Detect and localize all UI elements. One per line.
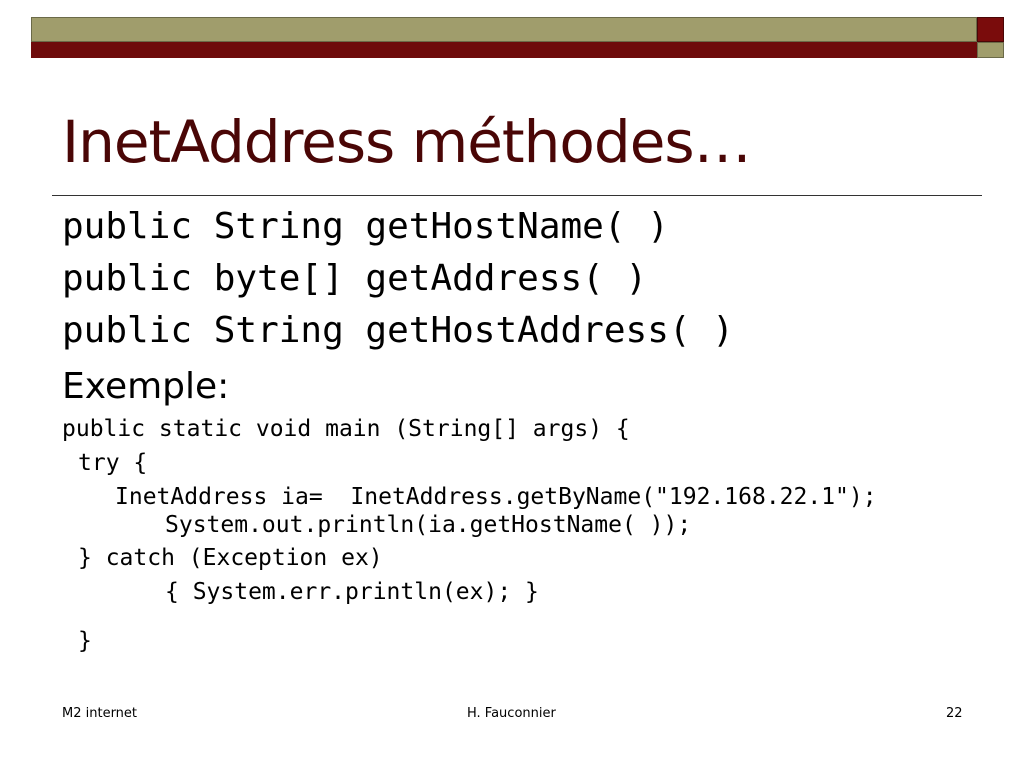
- code-line-err-println: { System.err.println(ex); }: [165, 579, 539, 605]
- header-corner-olive: [977, 42, 1004, 58]
- header-band-maroon: [31, 42, 977, 58]
- signature-gethostaddress: public String getHostAddress( ): [62, 310, 734, 351]
- code-line-try: try {: [78, 450, 148, 476]
- header-corner-maroon: [977, 17, 1004, 42]
- code-line-catch: } catch (Exception ex): [78, 545, 383, 571]
- code-line-println: System.out.println(ia.getHostName( ));: [165, 512, 692, 538]
- title-divider: [52, 195, 982, 196]
- signature-getaddress: public byte[] getAddress( ): [62, 258, 648, 299]
- code-line-close-brace: }: [78, 628, 92, 654]
- header-band-olive: [31, 17, 977, 42]
- example-label: Exemple:: [62, 366, 230, 407]
- slide-title: InetAddress méthodes…: [62, 108, 752, 176]
- footer-author: H. Fauconnier: [467, 706, 556, 721]
- footer-page-number: 22: [946, 706, 963, 721]
- code-line-getbyname: InetAddress ia= InetAddress.getByName("1…: [115, 484, 877, 510]
- signature-gethostname: public String getHostName( ): [62, 206, 669, 247]
- footer-course: M2 internet: [62, 706, 138, 721]
- code-line-main: public static void main (String[] args) …: [62, 416, 630, 442]
